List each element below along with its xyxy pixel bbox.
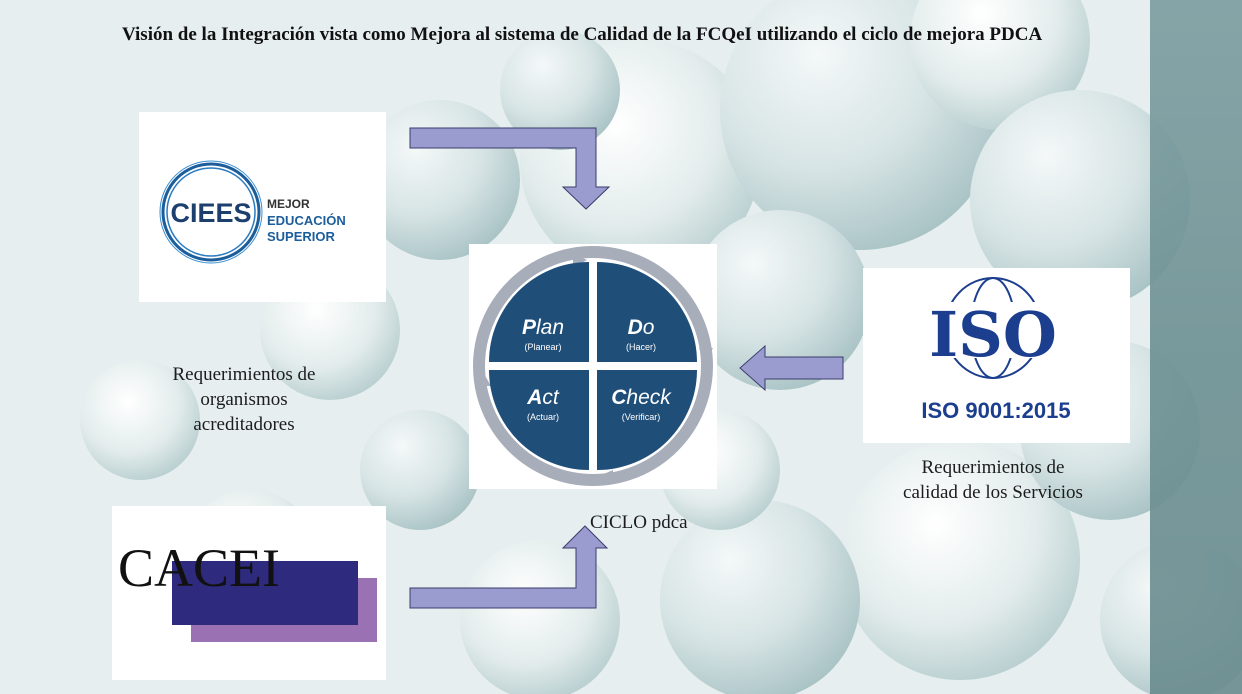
ciees-logo: CIEES MEJOR EDUCACIÓN SUPERIOR bbox=[139, 112, 386, 302]
right-side-band bbox=[1150, 0, 1242, 694]
do-quadrant bbox=[597, 262, 697, 362]
slide-title: Visión de la Integración vista como Mejo… bbox=[122, 24, 1043, 45]
iso-standard-label: ISO 9001:2015 bbox=[921, 398, 1070, 423]
plan-label: Plan bbox=[522, 316, 564, 339]
do-sublabel: (Hacer) bbox=[626, 342, 656, 352]
pdca-cycle-graphic: Plan (Planear) Do (Hacer) Act (Actuar) C… bbox=[469, 244, 717, 489]
check-sublabel: (Verificar) bbox=[622, 412, 661, 422]
iso-logo: ISO ISO 9001:2015 bbox=[863, 268, 1130, 443]
left-caption: Requerimientos de organismos acreditador… bbox=[140, 362, 348, 437]
check-quadrant bbox=[597, 370, 697, 470]
ciees-line2: EDUCACIÓN bbox=[267, 213, 346, 228]
plan-sublabel: (Planear) bbox=[524, 342, 561, 352]
ciees-logo-graphic: CIEES MEJOR EDUCACIÓN SUPERIOR bbox=[159, 160, 346, 264]
act-quadrant bbox=[489, 370, 589, 470]
check-label: Check bbox=[611, 386, 672, 409]
right-caption-line1: Requerimientos de bbox=[921, 457, 1065, 478]
act-sublabel: (Actuar) bbox=[527, 412, 559, 422]
cycle-caption: CICLO pdca bbox=[590, 512, 688, 533]
ring-arrowhead-bottom bbox=[599, 470, 613, 484]
iso-mark: ISO bbox=[929, 298, 1057, 371]
cacei-mark: CACEI bbox=[118, 538, 280, 598]
ring-arrowhead-right bbox=[699, 348, 713, 362]
right-caption-line2: calidad de los Servicios bbox=[903, 482, 1083, 503]
act-label: Act bbox=[526, 386, 560, 409]
ciees-mark: CIEES bbox=[170, 198, 251, 228]
cacei-logo: CACEI bbox=[112, 506, 386, 680]
ciees-line3: SUPERIOR bbox=[267, 229, 336, 244]
iso-logo-graphic: ISO ISO 9001:2015 bbox=[921, 277, 1071, 423]
left-caption-line3: acreditadores bbox=[193, 414, 295, 435]
ring-arrowhead-left bbox=[477, 372, 491, 386]
left-caption-line2: organismos bbox=[200, 389, 288, 410]
left-caption-line1: Requerimientos de bbox=[172, 364, 316, 385]
ciees-line1: MEJOR bbox=[267, 197, 310, 211]
plan-quadrant bbox=[489, 262, 589, 362]
cacei-logo-graphic: CACEI bbox=[118, 538, 377, 642]
right-caption: Requerimientos de calidad de los Servici… bbox=[878, 455, 1108, 505]
do-label: Do bbox=[628, 316, 655, 339]
